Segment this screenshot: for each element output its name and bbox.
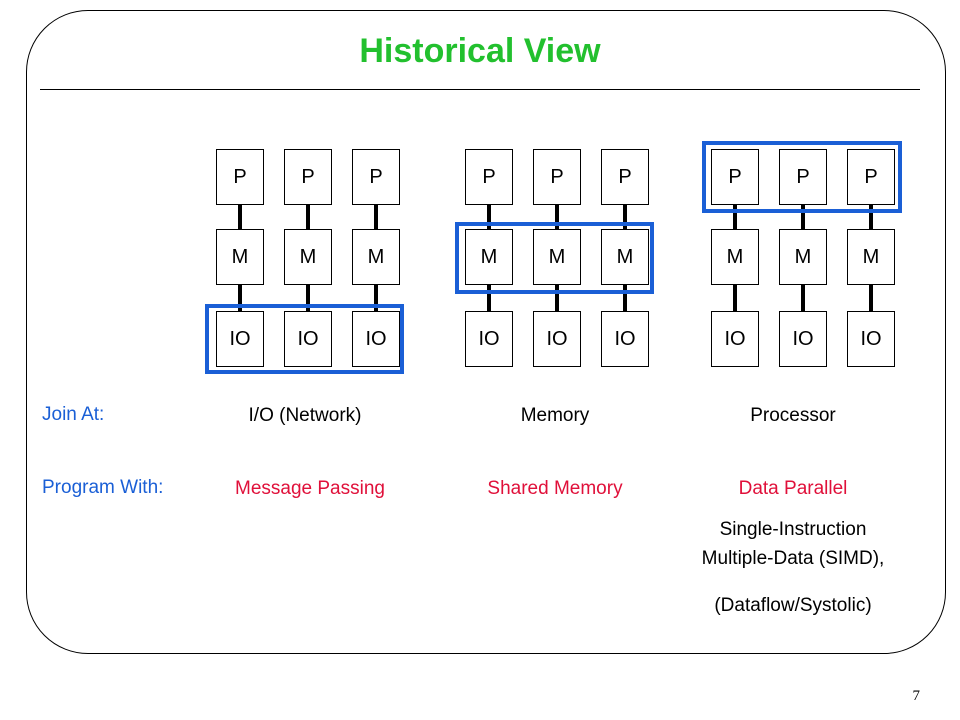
link-p-m [555,205,559,229]
link-m-io [869,285,873,311]
io-box: IO [779,311,827,367]
memory-box: M [465,229,513,285]
link-m-io [555,285,559,311]
program-message-passing: Message Passing [235,478,385,499]
processor-box: P [601,149,649,205]
io-box: IO [847,311,895,367]
memory-box: M [847,229,895,285]
program-data-parallel: Data Parallel [738,478,848,499]
link-m-io [801,285,805,311]
simd-note-line1: Single-Instruction [719,519,867,540]
program-shared-memory: Shared Memory [487,478,623,499]
io-box: IO [601,311,649,367]
title-divider [40,89,920,90]
link-p-m [487,205,491,229]
memory-box: M [352,229,400,285]
memory-join-highlight [455,222,654,294]
memory-box: M [216,229,264,285]
processor-box: P [352,149,400,205]
memory-box: M [779,229,827,285]
link-p-m [623,205,627,229]
slide-title: Historical View [359,32,601,70]
io-box: IO [216,311,264,367]
link-p-m [869,205,873,229]
processor-box: P [847,149,895,205]
link-m-io [487,285,491,311]
simd-note-line3: (Dataflow/Systolic) [714,595,872,616]
io-box: IO [352,311,400,367]
processor-box: P [465,149,513,205]
join-io-network: I/O (Network) [248,405,362,426]
processor-box: P [779,149,827,205]
link-p-m [801,205,805,229]
memory-box: M [601,229,649,285]
simd-note-line2: Multiple-Data (SIMD), [701,548,885,569]
processor-join-highlight [702,141,902,213]
io-box: IO [465,311,513,367]
processor-box: P [216,149,264,205]
io-box: IO [284,311,332,367]
link-m-io [306,285,310,311]
memory-box: M [284,229,332,285]
link-m-io [374,285,378,311]
memory-box: M [533,229,581,285]
io-join-highlight [205,304,404,374]
link-p-m [238,205,242,229]
io-box: IO [533,311,581,367]
io-box: IO [711,311,759,367]
program-with-label: Program With: [42,477,164,498]
link-p-m [306,205,310,229]
join-at-label: Join At: [42,404,105,425]
processor-box: P [533,149,581,205]
slide-frame [26,10,946,654]
join-memory: Memory [520,405,590,426]
link-p-m [374,205,378,229]
link-m-io [623,285,627,311]
link-m-io [733,285,737,311]
link-p-m [733,205,737,229]
page-number: 7 [912,688,921,704]
join-processor: Processor [750,405,836,426]
memory-box: M [711,229,759,285]
processor-box: P [284,149,332,205]
processor-box: P [711,149,759,205]
link-m-io [238,285,242,311]
